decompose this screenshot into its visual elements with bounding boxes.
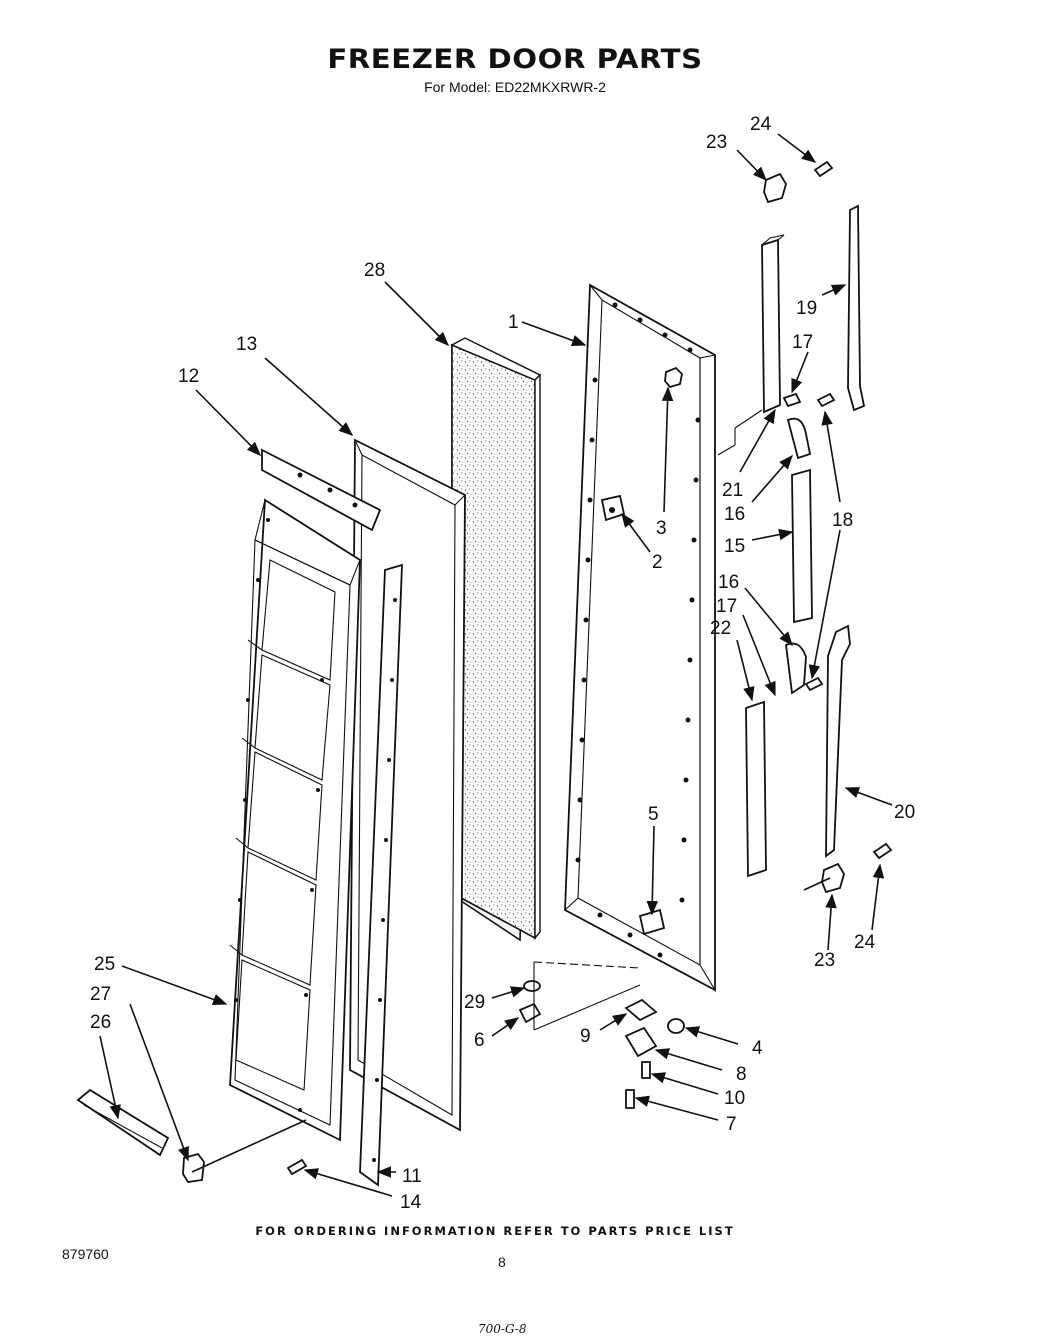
door-stop-part-3: [664, 366, 683, 389]
callout-17b: 17: [716, 596, 737, 617]
shim-part-9: [624, 998, 658, 1022]
page-number: 8: [498, 1254, 506, 1270]
screw-top-part-24: [813, 160, 834, 178]
catalog-number: 879760: [62, 1246, 109, 1262]
callout-labels: 1 2 3 4 5 6 7 8 9 10 11 12 13 14 15 16 1…: [90, 114, 915, 1213]
handle-mid-part-15: [791, 468, 813, 624]
connector-part-16: [786, 417, 812, 460]
leader-lines: [99, 133, 893, 1197]
side-trim-part-11: [359, 563, 403, 1187]
handle-trim-lower-part-20: [825, 624, 851, 858]
bushing-part-4: [667, 1018, 685, 1034]
callout-24b: 24: [854, 932, 876, 953]
callout-18: 18: [832, 510, 853, 531]
screw-part-7: [625, 1089, 635, 1109]
callout-20: 20: [894, 802, 915, 823]
page-title: FREEZER DOOR PARTS: [327, 44, 703, 75]
callout-13: 13: [236, 334, 257, 355]
callout-16a: 16: [724, 504, 745, 525]
callout-28: 28: [364, 260, 385, 281]
handwritten-note: 700-G-8: [478, 1322, 527, 1336]
callout-29: 29: [464, 992, 485, 1013]
callout-21: 21: [722, 480, 743, 501]
model-subtitle: For Model: ED22MKXRWR-2: [424, 79, 606, 95]
callout-23a: 23: [706, 132, 727, 153]
shelf-bar-part-26: [76, 1088, 170, 1157]
door-outer-panel-part-1: [564, 283, 716, 992]
handle-bottom-part-22: [745, 700, 767, 878]
callout-6: 6: [474, 1030, 485, 1051]
insulation-panel-part-28: [450, 337, 542, 942]
bracket-part-17: [782, 392, 802, 408]
callout-3: 3: [656, 518, 667, 539]
screw-part-10: [641, 1061, 651, 1079]
callout-24a: 24: [750, 114, 772, 135]
callout-1: 1: [508, 312, 519, 333]
callout-19: 19: [796, 298, 817, 319]
top-trim-part-12: [261, 448, 382, 532]
washer-part-29: [523, 980, 541, 992]
callout-25: 25: [94, 954, 115, 975]
callout-9: 9: [580, 1026, 591, 1047]
hinge-top-part-23: [763, 172, 787, 204]
door-liner-part-25: [229, 498, 361, 1142]
callout-26: 26: [90, 1012, 111, 1033]
callout-14: 14: [400, 1192, 422, 1213]
callout-23b: 23: [814, 950, 835, 971]
connector-lower-part-16: [785, 642, 807, 695]
screw-part-14: [286, 1158, 308, 1176]
hinge-bracket-part-8: [624, 1026, 658, 1058]
callout-15: 15: [724, 536, 745, 557]
hinge-bottom-part-23: [821, 862, 845, 894]
handle-trim-part-19: [847, 204, 866, 412]
callout-5: 5: [648, 804, 659, 825]
callout-27: 27: [90, 984, 111, 1005]
callout-8: 8: [736, 1064, 747, 1085]
screw-lower-part-18: [804, 676, 824, 692]
callout-7: 7: [726, 1114, 737, 1135]
screw-bottom-part-24: [872, 842, 893, 860]
callout-12: 12: [178, 366, 199, 387]
callout-10: 10: [724, 1088, 745, 1109]
callout-4: 4: [752, 1038, 763, 1059]
callout-16b: 16: [718, 572, 739, 593]
callout-11: 11: [402, 1166, 422, 1187]
spacer-part-6: [518, 1002, 542, 1024]
callout-2: 2: [652, 552, 663, 573]
handle-top-part-21: [761, 234, 785, 414]
callout-17a: 17: [792, 332, 813, 353]
screw-part-18: [816, 392, 836, 408]
ordering-note: FOR ORDERING INFORMATION REFER TO PARTS …: [255, 1224, 735, 1238]
callout-22: 22: [710, 618, 731, 639]
